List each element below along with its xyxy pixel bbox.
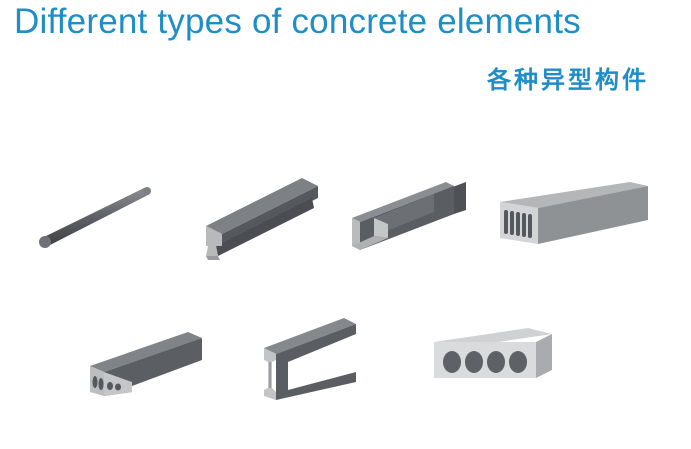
u-channel-icon [350, 180, 470, 255]
page-subtitle-chinese: 各种异型构件 [487, 66, 649, 94]
hollow-core-slab-large-icon [498, 180, 650, 250]
page-title: Different types of concrete elements [14, 2, 581, 41]
round-rod-icon [36, 184, 156, 254]
t-rail-beam-icon [202, 172, 322, 262]
i-beam-icon [260, 316, 360, 406]
hollow-core-slab-small-icon [432, 326, 556, 386]
multi-void-beam-icon [88, 330, 210, 400]
